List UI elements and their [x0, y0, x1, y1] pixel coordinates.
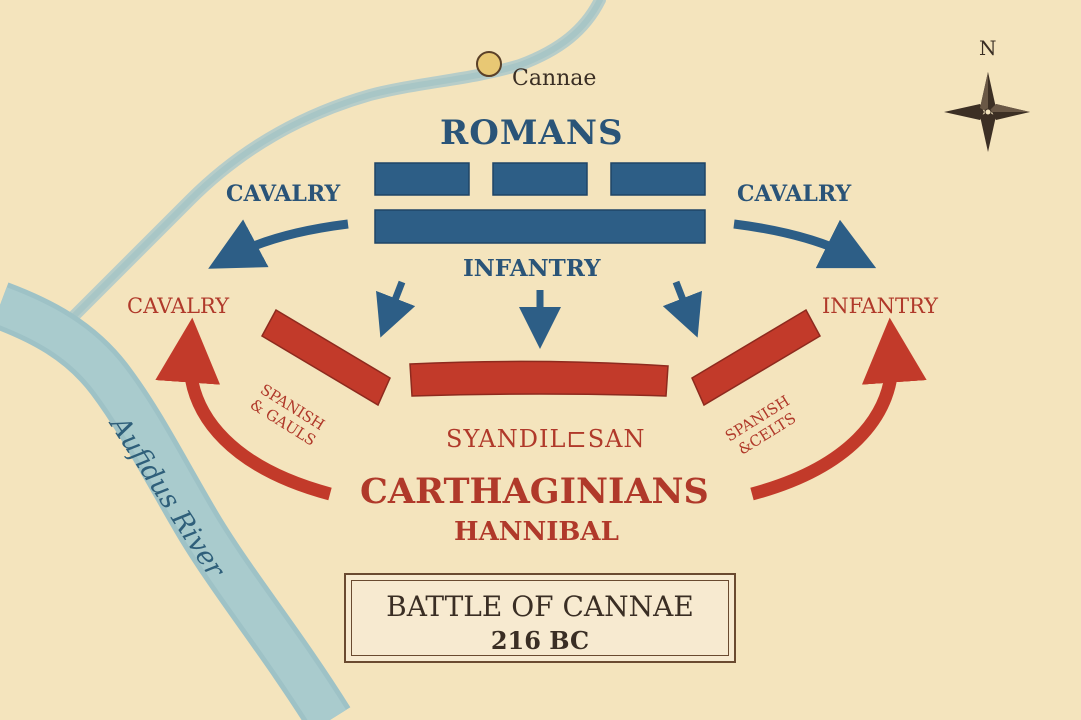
- romans-title: ROMANS: [440, 113, 624, 153]
- compass-north-label: N: [979, 36, 997, 60]
- title-box: BATTLE OF CANNAE 216 BC: [344, 573, 736, 663]
- carthage-infantry-label: INFANTRY: [822, 294, 938, 318]
- roman-cavalry-right-label: CAVALRY: [737, 181, 852, 207]
- aufidus-river-edge: [0, 287, 347, 720]
- title-box-inner-border: [351, 580, 729, 656]
- infantry-advance-arrow-left: [376, 280, 416, 338]
- tributary-stream-inner: [57, 0, 603, 333]
- carthage-cavalry-label: CAVALRY: [127, 294, 230, 318]
- infantry-advance-arrow-right: [662, 280, 702, 338]
- town-label: Cannae: [512, 66, 597, 91]
- roman-infantry-label: INFANTRY: [463, 255, 601, 282]
- roman-cavalry-left-label: CAVALRY: [226, 181, 341, 207]
- battle-date: 216 BC: [490, 626, 590, 655]
- roman-block-center: [492, 162, 588, 196]
- cannae-town-marker: [476, 51, 502, 77]
- carthage-arrow-left: [155, 317, 332, 501]
- roman-infantry-block: [374, 209, 706, 244]
- carthage-center-line: [409, 360, 669, 397]
- roman-cavalry-arrow-left: [208, 219, 349, 269]
- roman-block-left: [374, 162, 470, 196]
- carthage-arrow-right: [750, 317, 927, 501]
- roman-block-right: [610, 162, 706, 196]
- carthage-right-wing: [691, 308, 822, 407]
- hannibal-label: HANNIBAL: [454, 517, 619, 547]
- carthaginians-title: CARTHAGINIANS: [360, 471, 709, 512]
- carthage-left-wing: [260, 308, 391, 407]
- roman-cavalry-arrow-right: [733, 219, 877, 269]
- battle-title: BATTLE OF CANNAE: [386, 590, 694, 623]
- compass-rose-icon: [944, 72, 1030, 152]
- carthage-center-garbled-label: SYANDIL⊏SAN: [446, 425, 646, 453]
